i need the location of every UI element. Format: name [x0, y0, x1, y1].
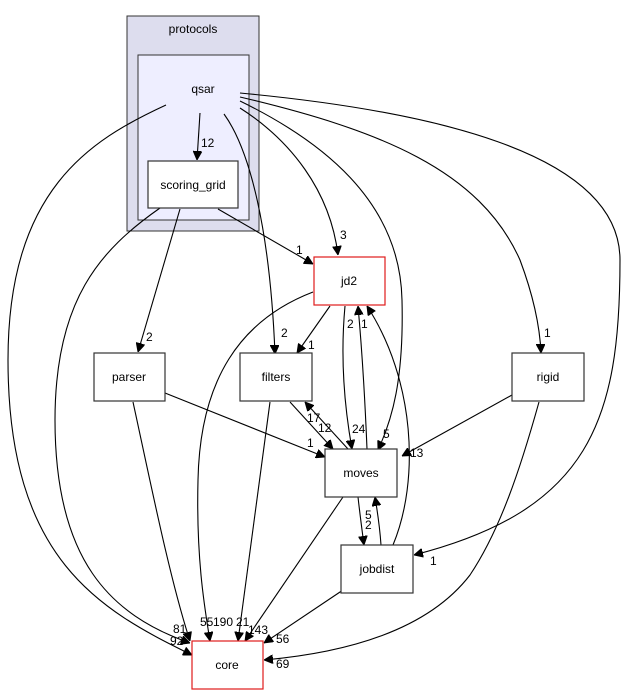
node-scoring_grid-box: [147, 160, 239, 209]
node-core-box: [191, 640, 264, 690]
edge-scoring_grid-core: [54, 207, 190, 643]
edge-label-jd2-moves: 24: [352, 422, 366, 436]
node-filters[interactable]: filters: [239, 352, 313, 402]
edge-label-scoring_grid-jd2: 1: [296, 243, 303, 257]
edge-label-jobdist-moves: 5: [365, 508, 372, 522]
node-jobdist[interactable]: jobdist: [340, 544, 414, 594]
edge-label-qsar-moves: 5: [383, 427, 390, 441]
edge-jobdist-moves: [375, 497, 382, 546]
edge-parser-core: [132, 401, 190, 641]
edge-moves-core: [245, 496, 344, 641]
node-rigid[interactable]: rigid: [511, 352, 585, 402]
edge-label-qsar-rigid: 1: [544, 326, 551, 340]
edge-label-filters-core: 21: [236, 615, 250, 629]
edge-label-jd2-filters: 1: [308, 338, 315, 352]
edge-rigid-core: [264, 401, 540, 660]
edge-filters-moves: [289, 401, 333, 449]
node-core[interactable]: core: [191, 640, 264, 690]
edge-jobdist-jd2: [367, 306, 410, 546]
edge-label-parser-core: 190: [213, 615, 233, 629]
edge-filters-core: [238, 401, 271, 641]
edge-qsar-scoring_grid: [197, 112, 200, 160]
node-jd2-box: [313, 256, 386, 306]
edge-qsar-moves: [239, 100, 403, 450]
node-core-label: core: [215, 658, 239, 672]
edge-label-scoring_grid-parser: 2: [146, 330, 153, 344]
edge-scoring_grid-parser: [138, 208, 181, 352]
edge-rigid-moves: [402, 394, 513, 456]
edge-label-moves-core: 143: [248, 623, 268, 637]
node-parser-box: [93, 352, 166, 402]
node-jd2-label: jd2: [340, 274, 357, 288]
edge-label-qsar-filters: 2: [281, 326, 288, 340]
node-jd2[interactable]: jd2: [313, 256, 386, 306]
edge-qsar-rigid: [239, 96, 541, 353]
edge-label-parser-moves: 1: [307, 436, 314, 450]
node-rigid-label: rigid: [537, 370, 560, 384]
edge-jd2-filters: [297, 305, 331, 353]
edge-label-jd2-core: 55: [200, 615, 214, 629]
edge-label-moves-filters: 17: [307, 411, 321, 425]
node-moves-box: [324, 448, 398, 498]
edge-moves-filters: [305, 402, 349, 450]
edge-label-rigid-moves: 13: [410, 446, 424, 460]
edge-label-jobdist-jd2: 1: [361, 317, 368, 331]
edge-label-scoring_grid-core: 92: [170, 634, 184, 648]
node-jobdist-box: [340, 544, 414, 594]
edge-qsar-core: [7, 104, 192, 655]
edge-scoring_grid-jd2: [217, 208, 313, 264]
node-jobdist-label: jobdist: [359, 562, 395, 576]
cluster-qsar-label: qsar: [191, 82, 214, 96]
cluster-protocols-label: protocols: [169, 22, 218, 36]
edge-label-qsar-scoring_grid: 12: [201, 136, 215, 150]
node-rigid-box: [511, 352, 585, 402]
node-scoring_grid[interactable]: scoring_grid: [147, 160, 239, 209]
edge-jd2-core: [197, 291, 314, 641]
edge-label-qsar-jobdist: 1: [430, 554, 437, 568]
node-scoring_grid-label: scoring_grid: [160, 178, 225, 192]
edge-label-moves-jd2: 2: [347, 317, 354, 331]
edge-label-jobdist-core: 56: [276, 632, 290, 646]
edge-qsar-jobdist: [239, 92, 621, 555]
node-parser-label: parser: [112, 370, 146, 384]
edge-jobdist-core: [264, 589, 344, 643]
edge-label-qsar-jd2: 3: [340, 228, 347, 242]
edge-label-rigid-core: 69: [276, 657, 290, 671]
node-filters-label: filters: [262, 370, 291, 384]
edge-qsar-filters: [223, 113, 275, 354]
node-parser[interactable]: parser: [93, 352, 166, 402]
edge-label-moves-jobdist: 2: [365, 518, 372, 532]
node-filters-box: [239, 352, 313, 402]
edges: 12 81 92 2 1 2 3 5 1 1 1 55: [7, 92, 621, 671]
edge-jd2-moves: [342, 305, 352, 449]
edge-moves-jobdist: [357, 496, 364, 545]
node-moves[interactable]: moves: [324, 448, 398, 498]
edge-qsar-jd2: [239, 107, 338, 255]
edge-parser-moves: [164, 392, 325, 457]
node-moves-label: moves: [343, 466, 378, 480]
edge-label-filters-moves: 12: [318, 421, 332, 435]
edge-moves-jd2: [358, 306, 368, 450]
